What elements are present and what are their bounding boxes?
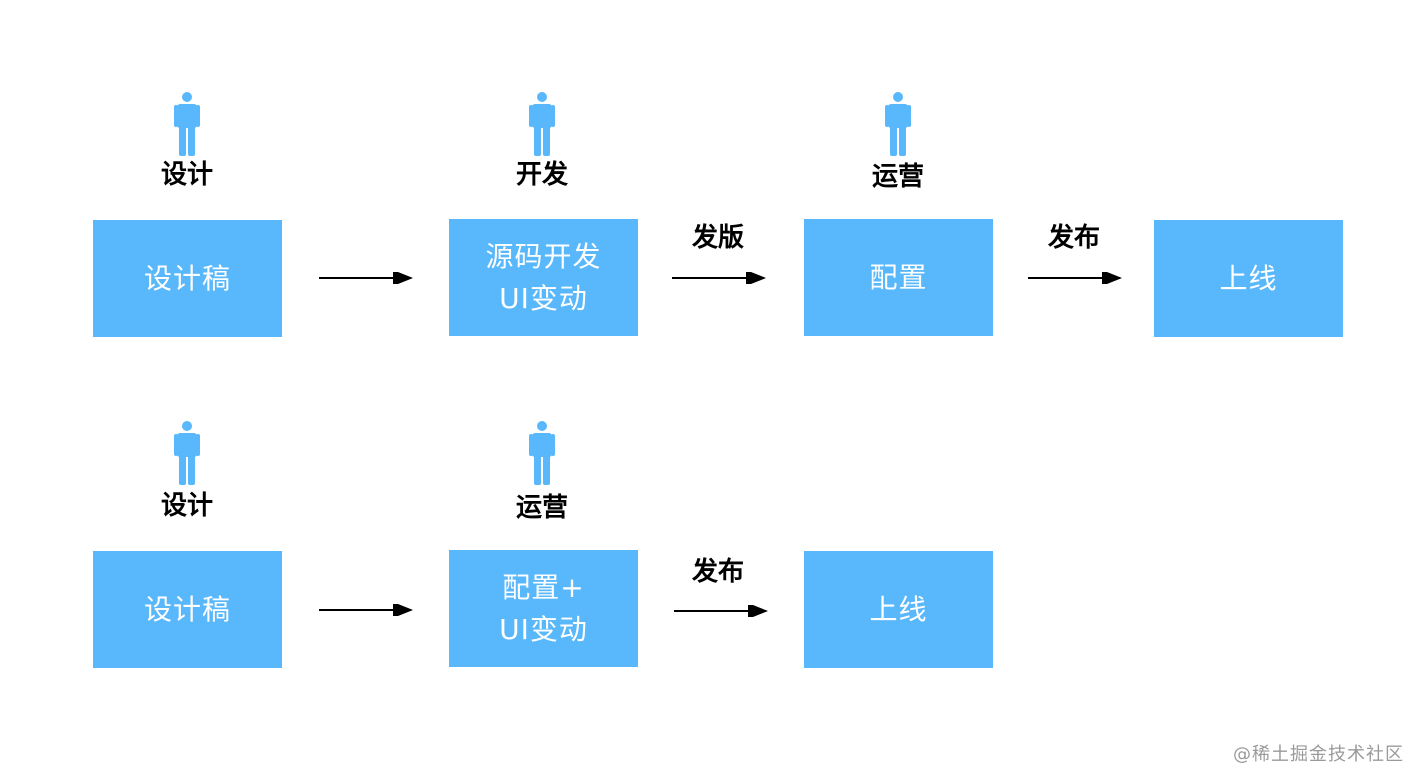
arrow xyxy=(672,272,766,284)
role-label-ops: 运营 xyxy=(515,493,568,523)
box-label: 设计稿 xyxy=(143,592,231,626)
box-label-line1: 源码开发 xyxy=(485,239,602,273)
person-icon xyxy=(174,421,200,485)
box-label: 配置 xyxy=(869,260,928,294)
box-label: 上线 xyxy=(869,592,928,626)
role-label-dev: 开发 xyxy=(515,160,568,190)
person-icon xyxy=(529,421,555,485)
person-icon xyxy=(885,92,911,156)
box-label-line2: UI变动 xyxy=(499,281,588,315)
role-label-design: 设计 xyxy=(160,160,213,190)
box-design-draft: 设计稿 xyxy=(93,220,282,337)
arrow-label-release: 发版 xyxy=(691,223,744,253)
box-label-line1: 配置+ xyxy=(502,570,585,604)
role-label-ops: 运营 xyxy=(871,162,924,192)
box-config-ui: 配置+ UI变动 xyxy=(449,550,638,667)
box-config: 配置 xyxy=(804,219,993,336)
box-design-draft: 设计稿 xyxy=(93,551,282,668)
role-label-design: 设计 xyxy=(160,491,213,521)
box-online: 上线 xyxy=(1154,220,1343,337)
box-label: 上线 xyxy=(1219,261,1278,295)
arrow xyxy=(1028,272,1122,284)
person-icon xyxy=(529,92,555,156)
arrow xyxy=(319,272,413,284)
box-label-line2: UI变动 xyxy=(499,612,588,646)
box-label: 设计稿 xyxy=(143,261,231,295)
arrow xyxy=(674,605,768,617)
arrow-label-publish: 发布 xyxy=(691,557,744,587)
box-online: 上线 xyxy=(804,551,993,668)
arrow-label-publish: 发布 xyxy=(1047,223,1100,253)
arrow xyxy=(319,604,413,616)
watermark: @稀土掘金技术社区 xyxy=(1233,744,1404,765)
box-source-dev: 源码开发 UI变动 xyxy=(449,219,638,336)
person-icon xyxy=(174,92,200,156)
